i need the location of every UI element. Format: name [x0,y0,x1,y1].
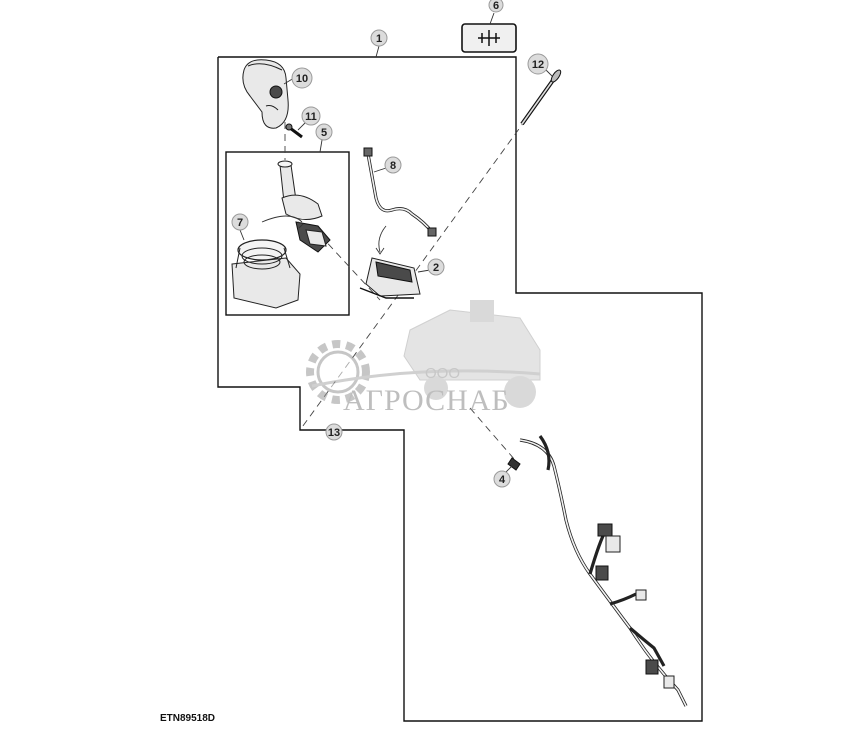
main-harness-part [519,435,688,707]
svg-text:10: 10 [296,73,308,85]
symbol-plate-part [461,23,517,53]
svg-text:6: 6 [493,0,499,12]
svg-text:11: 11 [305,111,317,123]
callout-6: 6 [488,0,504,13]
callout-8: 8 [384,156,402,174]
leader-12 [545,69,553,77]
clip-part [507,457,521,471]
svg-text:12: 12 [532,59,544,71]
svg-text:1: 1 [376,33,382,45]
lever-knob-part [242,59,289,129]
leader-1 [375,45,380,58]
leader-4 [505,465,513,473]
leader-7 [239,229,245,241]
svg-text:7: 7 [237,217,243,229]
bolt-part [520,69,562,126]
screw-part [285,123,303,139]
svg-text:5: 5 [321,127,327,139]
leader-5 [319,139,323,153]
svg-text:4: 4 [499,474,506,486]
gaiter-boot-part [231,215,304,309]
assembly-frame [217,56,703,722]
control-module-part [359,257,421,299]
leader-6 [489,12,495,25]
leader-8 [373,167,387,173]
callout-2: 2 [427,258,445,276]
callout-12: 12 [527,53,549,75]
leader-11 [297,121,307,131]
callout-7: 7 [231,213,249,231]
figure-id: ETN89518D [160,713,216,724]
callout-11: 11 [301,106,321,126]
alignment-line-lever [319,234,381,301]
svg-text:13: 13 [328,427,340,439]
callout-5: 5 [315,123,333,141]
watermark: ООО АГРОСНАБ [306,300,541,417]
watermark-brand: АГРОСНАБ [343,384,510,417]
callout-1: 1 [370,29,388,47]
callout-13: 13 [325,423,343,441]
watermark-company: ООО [425,365,460,382]
callout-10: 10 [291,67,313,89]
svg-text:2: 2 [433,262,439,274]
leader-2 [417,269,431,273]
subassembly-frame [225,151,350,316]
svg-text:8: 8 [390,160,396,172]
lever-shaft-part [277,160,331,253]
harvester-icon [403,300,541,408]
callout-4: 4 [493,470,511,488]
sensor-harness-part [363,147,437,255]
